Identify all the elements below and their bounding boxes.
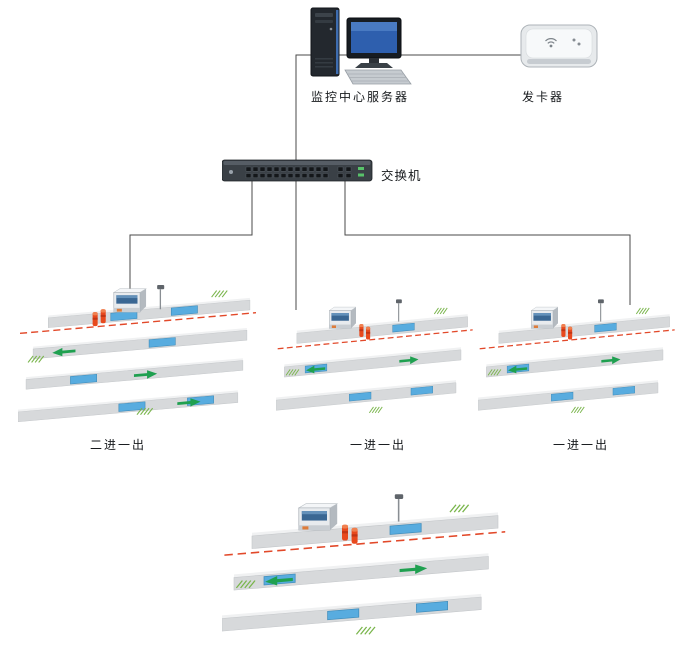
parking-lane-diagram-one-in-one-out-1 xyxy=(276,296,476,424)
parking-lane-diagram-one-in-one-out-2 xyxy=(478,296,678,424)
server-label: 监控中心服务器 xyxy=(310,90,410,104)
lane-label-one-in-one-out-1: 一进一出 xyxy=(349,438,407,452)
lane-label-one-in-one-out-2: 一进一出 xyxy=(552,438,610,452)
server-icon xyxy=(310,7,412,85)
keyboard xyxy=(344,69,412,85)
tower-pc xyxy=(310,7,340,77)
switch-icon xyxy=(222,159,373,182)
parking-lane-diagram-bottom xyxy=(222,490,510,648)
wifi-icon xyxy=(545,38,557,48)
lane-label-two-in-one-out: 二进一出 xyxy=(89,438,147,452)
card-issuer-icon xyxy=(520,24,598,68)
card-issuer-label: 发卡器 xyxy=(521,90,565,104)
switch-label: 交换机 xyxy=(381,169,422,183)
parking-lane-diagram-two-in-one-out xyxy=(18,285,260,425)
monitor xyxy=(346,17,402,68)
